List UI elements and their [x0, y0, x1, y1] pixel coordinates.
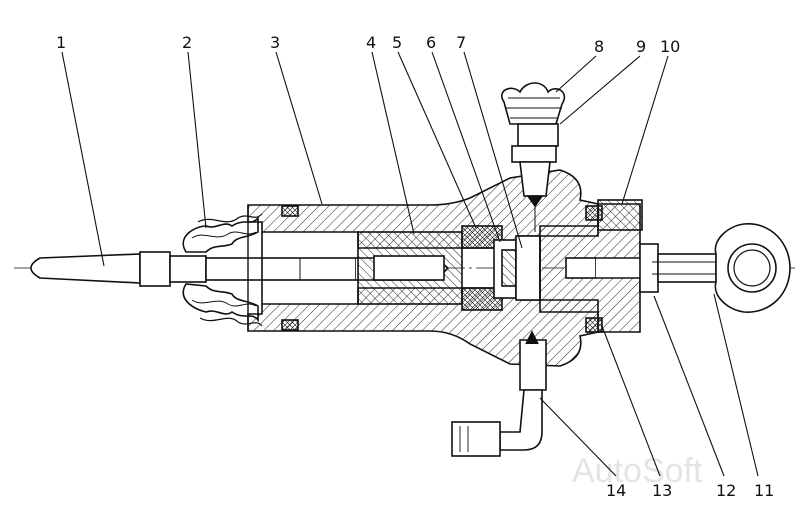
callout-8: 8: [594, 37, 604, 56]
mouth-seal-top: [281, 205, 299, 217]
callout-11: 11: [754, 481, 774, 500]
callout-4: 4: [366, 33, 376, 52]
push-rod: [30, 251, 450, 287]
mouth-seal-bottom: [281, 319, 299, 331]
seal-ring: [585, 317, 603, 333]
callout-3: 3: [270, 33, 280, 52]
callout-2: 2: [182, 33, 192, 52]
piston: [357, 231, 463, 305]
callout-labels: 1 2 3 4 5 6 7 8 9 10 11 12 13 14: [56, 33, 774, 500]
inlet-fitting: [451, 330, 547, 457]
watermark-text: AutoSoft: [572, 452, 703, 490]
callout-13: 13: [652, 481, 672, 500]
valve-assembly: [493, 235, 541, 301]
piston-cup: [461, 225, 503, 311]
callout-5: 5: [392, 33, 402, 52]
callout-7: 7: [456, 33, 466, 52]
seal-ring-upper: [585, 205, 603, 221]
callout-6: 6: [426, 33, 436, 52]
lock-nut: [597, 199, 659, 293]
callout-12: 12: [716, 481, 736, 500]
callout-9: 9: [636, 37, 646, 56]
cylinder-assembly: [14, 82, 796, 457]
rod-eye: [652, 223, 791, 313]
leader-lines: [61, 51, 759, 477]
bleeder-valve: [501, 82, 566, 232]
callout-14: 14: [606, 481, 626, 500]
callout-10: 10: [660, 37, 680, 56]
callout-1: 1: [56, 33, 66, 52]
